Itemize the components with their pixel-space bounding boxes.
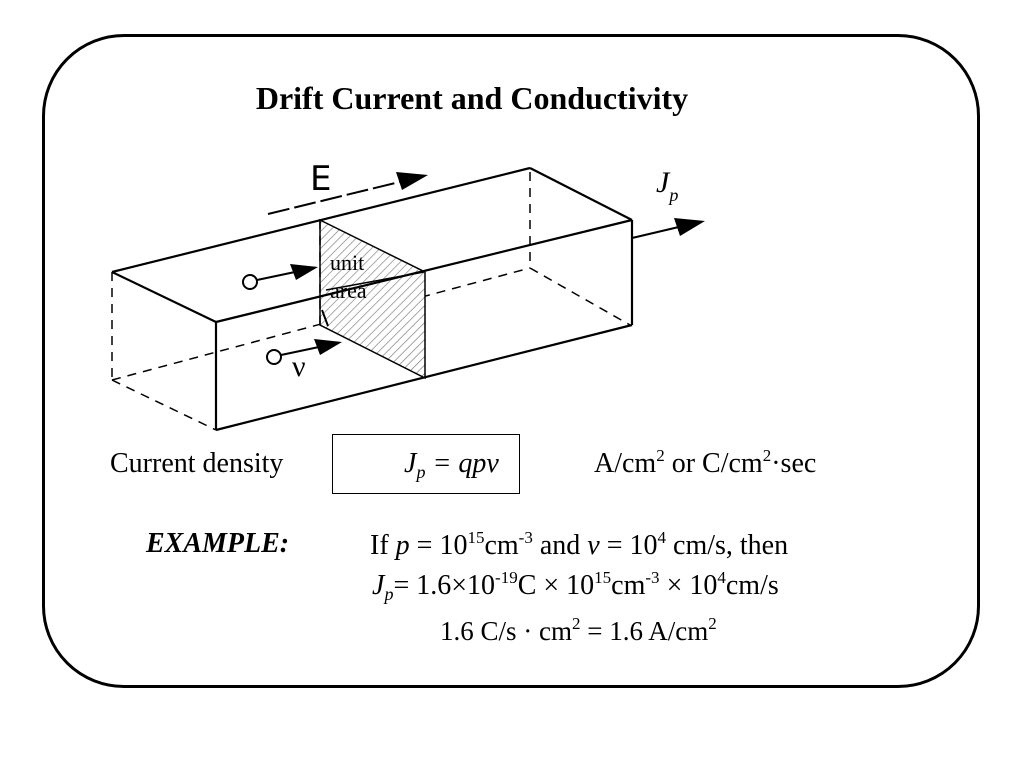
example-label: EXAMPLE:	[146, 528, 290, 559]
example-line-2: Jp= 1.6×10-19C × 1015cm-3 × 104cm/s	[372, 568, 779, 604]
current-density-units: A/cm2 or C/cm2·sec	[594, 446, 817, 479]
field-label: E	[310, 159, 331, 199]
example-line-1: If p = 1015cm-3 and v = 104 cm/s, then	[370, 528, 789, 561]
block-edges	[111, 166, 634, 432]
field-arrow	[267, 172, 428, 215]
hole-particle-2	[266, 339, 342, 365]
current-density-label: Current density	[110, 448, 284, 479]
slide-title: Drift Current and Conductivity	[255, 80, 689, 116]
unit-area-label-line2: area	[330, 278, 367, 303]
unit-area-label-line1: unit	[330, 250, 364, 275]
current-label: Jp	[656, 166, 678, 205]
velocity-label: ν	[292, 350, 306, 383]
current-arrow	[631, 218, 705, 239]
hole-particle-1	[242, 264, 318, 290]
slide-frame	[42, 34, 980, 688]
unit-area-pointer	[325, 271, 425, 291]
example-line-3: 1.6 C/s · cm2 = 1.6 A/cm2	[440, 614, 717, 646]
unit-area-pointer-tail	[321, 309, 329, 327]
formula-box	[332, 434, 520, 494]
current-density-formula: Jp = qpv	[404, 448, 499, 482]
